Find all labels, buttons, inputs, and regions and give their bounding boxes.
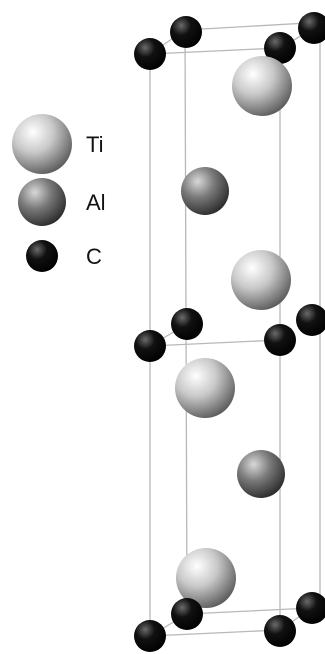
atoms	[134, 12, 325, 652]
ti-atom	[175, 358, 235, 418]
legend-c-swatch	[26, 240, 58, 272]
cell-edge	[149, 629, 281, 637]
legend-al-label: Al	[86, 190, 106, 215]
c-atom	[134, 620, 166, 652]
al-atom	[237, 450, 285, 498]
cell-edge	[149, 339, 281, 347]
legend: Ti Al C	[12, 114, 106, 272]
c-atom	[134, 38, 166, 70]
c-atom	[296, 592, 325, 624]
cell-edge	[149, 47, 281, 55]
al-atom	[181, 167, 229, 215]
c-atom	[171, 308, 203, 340]
cell-edge	[186, 607, 313, 615]
c-atom	[296, 304, 325, 336]
c-atom	[170, 16, 202, 48]
ti-atom	[232, 56, 292, 116]
legend-al-swatch	[18, 178, 66, 226]
ti-atom	[231, 250, 291, 310]
c-atom	[264, 32, 296, 64]
c-atom	[134, 330, 166, 362]
c-atom	[171, 598, 203, 630]
legend-ti-label: Ti	[86, 132, 104, 157]
c-atom	[298, 12, 325, 44]
c-atom	[264, 324, 296, 356]
legend-c-label: C	[86, 244, 102, 269]
legend-ti-swatch	[12, 114, 72, 174]
ti-atom	[176, 548, 236, 608]
c-atom	[264, 615, 296, 647]
